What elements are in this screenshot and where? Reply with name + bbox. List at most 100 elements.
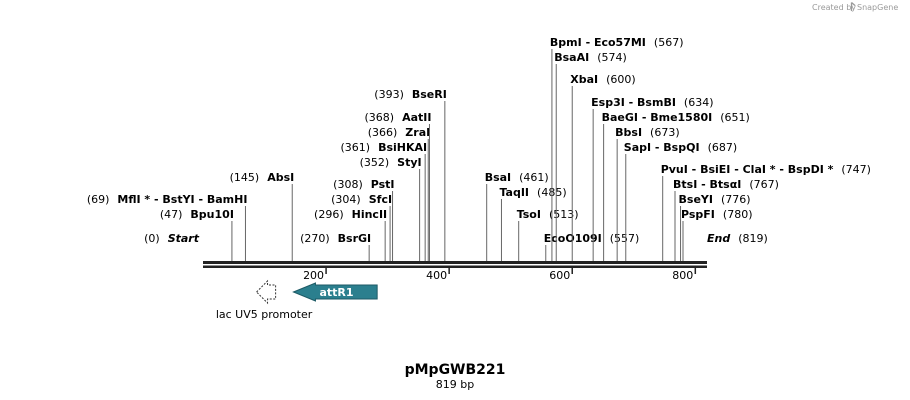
site-position: (0) (144, 232, 160, 245)
site-name: HincII (352, 208, 388, 221)
site-end[interactable]: (819) End (707, 232, 768, 245)
promoter-arrow-icon (255, 279, 277, 305)
site-position: (47) (160, 208, 183, 221)
site-bsai[interactable]: (461) BsaI (485, 171, 549, 261)
site-position: (368) (364, 111, 394, 124)
site-position: (574) (597, 51, 627, 64)
site-name: BsaI (485, 171, 511, 184)
site-xbai[interactable]: (600) XbaI (570, 73, 636, 261)
site-position: (557) (610, 232, 640, 245)
site-name: MflI * - BstYI - BamHI (117, 193, 247, 206)
snapgene-logo-icon (850, 2, 856, 11)
site-ecoo109i[interactable]: (557) EcoO109I (544, 232, 640, 261)
site-position: (270) (300, 232, 330, 245)
site-name: BpmI - Eco57MI (550, 36, 646, 49)
tick-label: 800 (672, 269, 693, 282)
feature-arrow-shape (292, 282, 378, 302)
site-styi[interactable]: (352) StyI (360, 156, 422, 261)
site-position: (304) (331, 193, 361, 206)
site-position: (352) (360, 156, 390, 169)
site-pvui[interactable]: (747) PvuI - BsiEI - ClaI * - BspDI * (661, 163, 871, 261)
backbone-bottom-strand (203, 265, 707, 268)
site-sapi[interactable]: (687) SapI - BspQI (624, 141, 737, 261)
site-position: (673) (650, 126, 680, 139)
features-track: attR1 lac UV5 promoter (216, 279, 378, 321)
site-aatii[interactable]: (368) AatII (364, 111, 431, 261)
site-start[interactable]: (0)Start (144, 232, 200, 245)
site-position: (393) (374, 88, 404, 101)
site-bsaai[interactable]: (574) BsaAI (554, 51, 627, 261)
site-baegi[interactable]: (651) BaeGI - Bme1580I (602, 111, 750, 261)
site-position: (513) (549, 208, 579, 221)
site-name: ZraI (405, 126, 430, 139)
site-name: BsrGI (338, 232, 371, 245)
feature-lac-uv5-promoter[interactable]: lac UV5 promoter (216, 279, 313, 321)
site-position: (651) (720, 111, 750, 124)
site-name: BseRI (412, 88, 447, 101)
site-position: (767) (749, 178, 779, 191)
site-position: (366) (368, 126, 398, 139)
site-name: TaqII (499, 186, 529, 199)
site-mfli[interactable]: (69) MflI * - BstYI - BamHI (87, 193, 248, 261)
site-esp3i[interactable]: (634) Esp3I - BsmBI (591, 96, 714, 261)
site-position: (69) (87, 193, 110, 206)
site-name: Esp3I - BsmBI (591, 96, 676, 109)
site-position: (634) (684, 96, 714, 109)
site-name: BseYI (679, 193, 713, 206)
site-bsihkai[interactable]: (361)BsiHKAI (341, 141, 428, 261)
site-taqii[interactable]: (485)TaqII (499, 186, 567, 261)
site-position: (600) (606, 73, 636, 86)
site-sfci[interactable]: (304) SfcI (331, 193, 392, 261)
site-name: AbsI (267, 171, 294, 184)
site-bpu10i[interactable]: (47) Bpu10I (160, 208, 234, 261)
credit-app: SnapGene (857, 3, 898, 12)
site-name: BbsI (615, 126, 642, 139)
site-absi[interactable]: (145)AbsI (230, 171, 295, 261)
site-name: SfcI (369, 193, 392, 206)
site-zrai[interactable]: (366) ZraI (368, 126, 431, 261)
site-bsrgi[interactable]: (270) BsrGI (300, 232, 371, 261)
site-name: PstI (371, 178, 395, 191)
site-name: BaeGI - Bme1580I (602, 111, 713, 124)
map-length: 819 bp (436, 378, 474, 391)
site-position: (687) (708, 141, 738, 154)
site-name: BsaAI (554, 51, 589, 64)
tick-label: 600 (549, 269, 570, 282)
site-bpmi[interactable]: (567) BpmI - Eco57MI (550, 36, 684, 261)
site-position: (776) (721, 193, 751, 206)
site-position: (308) (333, 178, 363, 191)
site-hincii[interactable]: (296) HincII (314, 208, 387, 261)
sequence-backbone[interactable] (203, 261, 707, 268)
site-name: End (707, 232, 730, 245)
site-name: PspFI (681, 208, 715, 221)
site-name: SapI - BspQI (624, 141, 700, 154)
site-pspfi[interactable]: (780) PspFI (681, 208, 753, 261)
site-name: PvuI - BsiEI - ClaI * - BspDI * (661, 163, 834, 176)
site-bbsi[interactable]: (673) BbsI (615, 126, 680, 261)
site-btsi[interactable]: (767) BtsI - BtsαI (673, 178, 779, 261)
site-name: StyI (397, 156, 421, 169)
site-position: (780) (723, 208, 753, 221)
backbone-top-strand (203, 261, 707, 264)
site-position: (461) (519, 171, 549, 184)
site-name: AatII (402, 111, 431, 124)
site-position: (747) (841, 163, 871, 176)
feature-label: lac UV5 promoter (216, 308, 313, 321)
site-position: (819) (738, 232, 768, 245)
feature-label: attR1 (319, 286, 353, 299)
site-bseyi[interactable]: (776) BseYI (679, 193, 751, 261)
site-psti[interactable]: (308) PstI (333, 178, 395, 261)
map-title: pMpGWB221 (405, 362, 506, 378)
feature-attr1[interactable]: attR1 (292, 282, 378, 302)
site-name: EcoO109I (544, 232, 602, 245)
site-name: XbaI (570, 73, 598, 86)
site-position: (567) (654, 36, 684, 49)
site-position: (296) (314, 208, 344, 221)
site-name: BtsI - BtsαI (673, 178, 741, 191)
tick-label: 400 (426, 269, 447, 282)
site-name: Bpu10I (190, 208, 234, 221)
site-bseri[interactable]: (393) BseRI (374, 88, 447, 261)
